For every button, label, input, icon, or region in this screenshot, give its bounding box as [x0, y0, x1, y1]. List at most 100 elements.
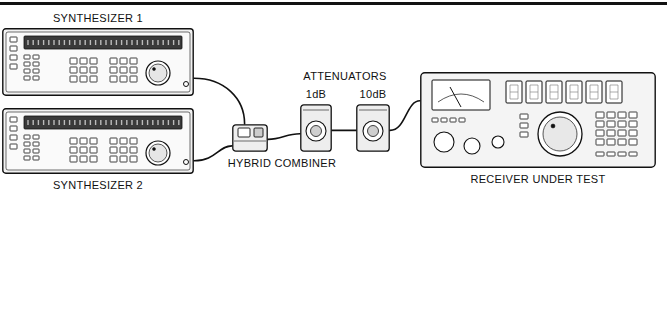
digit-segments	[610, 85, 618, 99]
keypad-key	[90, 138, 97, 144]
keypad-key	[130, 138, 137, 144]
group-label: ATTENUATORS	[303, 70, 386, 83]
display-digit	[84, 40, 85, 45]
keypad-key	[607, 112, 615, 118]
attenuator-edge	[303, 110, 329, 111]
attenuator-connector	[368, 126, 379, 137]
keypad-key	[90, 156, 97, 162]
display-digit	[100, 120, 101, 125]
signal-meter	[432, 80, 490, 110]
small-button	[33, 156, 39, 160]
digit-segments	[590, 85, 598, 99]
keypad-key	[596, 112, 604, 118]
display-digit	[606, 81, 622, 103]
keypad-key	[110, 156, 117, 162]
attenuator-drawing	[300, 104, 332, 152]
keypad-key	[120, 76, 127, 82]
display-digit	[147, 40, 148, 45]
small-button	[24, 69, 30, 73]
rf-cable	[194, 146, 232, 161]
display-digit	[152, 40, 153, 45]
display-digit	[33, 120, 34, 125]
rf-cable	[390, 101, 420, 131]
keypad-key	[607, 139, 615, 145]
attenuator-body	[357, 105, 389, 151]
small-button	[33, 55, 39, 59]
rf-cable	[194, 78, 245, 124]
display-window	[24, 116, 182, 129]
display-digit	[116, 120, 117, 125]
keypad-key	[120, 147, 127, 153]
equipment-label: SYNTHESIZER 2	[53, 179, 143, 192]
keypad-key	[120, 138, 127, 144]
display-digit	[152, 120, 153, 125]
equipment-label: RECEIVER UNDER TEST	[470, 173, 605, 186]
display-digit	[526, 81, 542, 103]
small-button	[459, 118, 465, 122]
main-tuning-knob	[538, 112, 582, 156]
display-digit	[27, 120, 28, 125]
display-digit	[136, 40, 137, 45]
display-digit	[90, 120, 91, 125]
keypad-key	[90, 147, 97, 153]
keypad-key	[596, 121, 604, 127]
equipment-label: SYNTHESIZER 1	[53, 12, 143, 25]
side-button	[10, 117, 17, 122]
small-button	[33, 142, 39, 146]
keypad-key	[80, 58, 87, 64]
combiner-port	[254, 128, 263, 137]
combiner-port	[238, 128, 250, 137]
keypad-key	[120, 156, 127, 162]
display-digit	[121, 40, 122, 45]
equipment-label: 10dB	[360, 88, 387, 101]
synth-case	[3, 109, 193, 173]
display-digit	[110, 120, 111, 125]
keypad-key	[70, 156, 77, 162]
side-button	[520, 132, 528, 137]
receiver-case	[421, 73, 655, 167]
small-button	[24, 156, 30, 160]
display-digit	[157, 40, 158, 45]
keypad-key	[80, 67, 87, 73]
display-digit	[84, 120, 85, 125]
display-digit	[586, 81, 602, 103]
equipment-label: HYBRID COMBINER	[228, 157, 336, 170]
digit-segments	[530, 85, 538, 99]
keypad-key	[110, 76, 117, 82]
meter-scale	[438, 94, 484, 102]
display-digit	[95, 120, 96, 125]
display-digit	[173, 120, 174, 125]
rf-cable	[268, 134, 300, 140]
small-button	[24, 135, 30, 139]
front-panel	[6, 112, 190, 170]
small-button	[33, 149, 39, 153]
knob-dimple	[551, 124, 555, 128]
display-digit	[95, 40, 96, 45]
display-digit	[168, 40, 169, 45]
rf-cable	[332, 130, 356, 132]
receiver-drawing	[420, 72, 656, 168]
combiner-edge	[234, 141, 266, 142]
rf-output	[184, 160, 189, 165]
attenuator: 1dB	[300, 104, 332, 152]
side-button	[520, 123, 528, 128]
attenuator-body	[301, 105, 331, 151]
main-tuning-knob	[543, 117, 577, 151]
keypad-key	[618, 130, 626, 136]
keypad-key	[70, 58, 77, 64]
front-panel	[6, 32, 190, 92]
small-button	[629, 152, 637, 156]
display-digit	[178, 40, 179, 45]
side-button	[10, 135, 17, 140]
keypad-key	[110, 67, 117, 73]
keypad-key	[629, 130, 637, 136]
display-digit	[27, 40, 28, 45]
tuning-knob	[149, 64, 167, 82]
display-digit	[136, 120, 137, 125]
keypad-key	[80, 138, 87, 144]
side-button	[10, 126, 17, 131]
keypad-key	[80, 147, 87, 153]
display-digit	[142, 40, 143, 45]
tuning-knob	[146, 61, 170, 85]
small-button	[596, 152, 604, 156]
